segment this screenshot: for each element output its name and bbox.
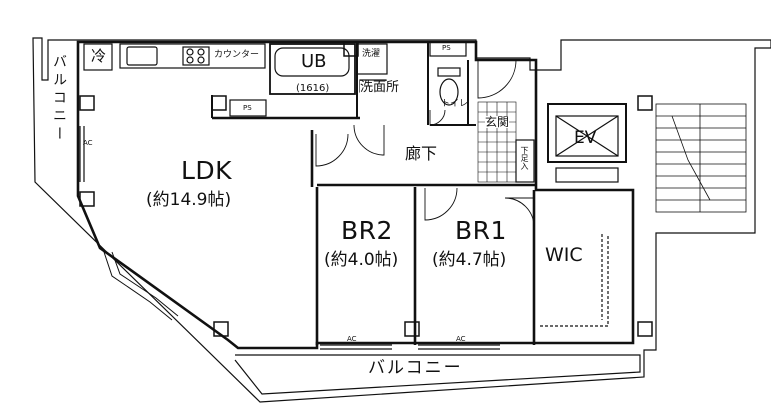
- window-br2: [320, 344, 392, 350]
- toilet-bowl: [439, 78, 459, 106]
- fridge-label: 冷: [91, 47, 107, 65]
- toilet-tank: [437, 67, 461, 77]
- counter-label: カウンター: [214, 50, 260, 60]
- unit-bath: [269, 43, 356, 95]
- ps-label-top: PS: [442, 44, 451, 52]
- bay-window: [103, 251, 179, 321]
- window-br1: [418, 344, 500, 350]
- ps-box-bath: [229, 99, 267, 117]
- ac-label-br1: AC: [456, 335, 466, 343]
- ev-shaft: [547, 103, 627, 163]
- entrance-label: 玄関: [485, 115, 510, 129]
- doors: [315, 59, 535, 228]
- stove: [182, 46, 210, 66]
- wic-label: WIC: [545, 244, 583, 266]
- balcony-top-left-label: バルコニー: [51, 54, 67, 144]
- ldk-label: LDK: [181, 156, 233, 185]
- shoe-box-label: 下足入: [520, 146, 529, 170]
- window-ldk-left: [79, 126, 85, 182]
- washer-box: [356, 43, 388, 75]
- building-outline: [76, 40, 635, 350]
- br2-size: (約4.0帖): [324, 250, 399, 270]
- wic-shelf: [540, 234, 609, 327]
- br1-size: (約4.7帖): [432, 250, 507, 270]
- fridge-box: [83, 43, 113, 71]
- toilet-label: トイレ: [441, 99, 469, 109]
- ac-label-br2: AC: [347, 335, 357, 343]
- shoe-box: [515, 139, 535, 183]
- hallway-label: 廊下: [405, 144, 438, 163]
- ldk-size: (約14.9帖): [146, 190, 232, 210]
- balcony-bottom-label: バルコニー: [368, 358, 463, 378]
- ub-code: (1616): [296, 83, 330, 94]
- kitchen-counter: [119, 43, 266, 69]
- ac-label-ldk: AC: [83, 139, 93, 147]
- br2-label: BR2: [341, 216, 393, 245]
- ev-label: EV: [574, 128, 597, 148]
- washroom-label: 洗面所: [360, 80, 400, 95]
- balcony-outline: [32, 37, 771, 403]
- ps-label-bath: PS: [243, 104, 252, 112]
- entrance-tiles: [477, 101, 517, 183]
- columns: [79, 41, 653, 337]
- br1-label: BR1: [455, 216, 507, 245]
- ub-label: UB: [301, 51, 327, 72]
- washer-label: 洗濯: [362, 49, 381, 59]
- bottom-balcony-rail: [234, 354, 641, 395]
- ps-box-top: [429, 41, 467, 57]
- sink: [126, 46, 158, 66]
- stairs: [655, 103, 747, 213]
